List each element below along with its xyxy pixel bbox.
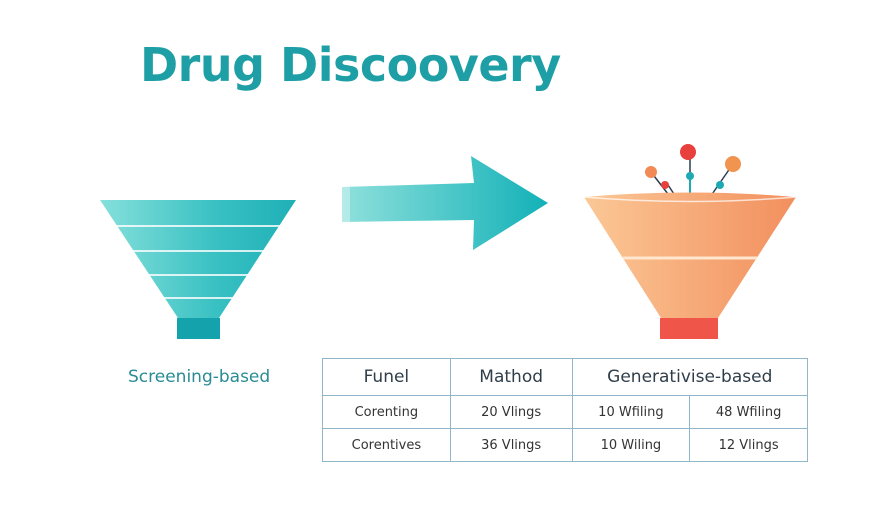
transition-arrow-icon	[342, 156, 548, 250]
generative-funnel	[583, 144, 797, 339]
generative-funnel-neck	[660, 318, 718, 339]
header-method: Mathod	[449, 358, 573, 396]
molecule-node-icon	[725, 156, 741, 172]
molecule-node-icon	[686, 172, 694, 180]
table-row: Corenting 20 Vlings 10 Wfiling 48 Wfilin…	[322, 395, 808, 429]
table-cell: 20 Vlings	[449, 395, 573, 429]
table-cell: 10 Wiling	[571, 428, 691, 462]
table-row: Corentives 36 Vlings 10 Wiling 12 Vlings	[322, 428, 808, 462]
table-header-row: Funel Mathod Generativise-based	[322, 358, 809, 396]
header-generative-based: Generativise-based	[571, 358, 809, 396]
page-title: Drug Discoovery	[140, 38, 561, 92]
table-cell: Corenting	[322, 395, 451, 429]
screening-funnel-neck	[177, 318, 220, 339]
table-cell: 12 Vlings	[689, 428, 808, 462]
molecule-node-icon	[661, 181, 669, 189]
table-cell: 36 Vlings	[449, 428, 573, 462]
table-cell: Corentives	[322, 428, 451, 462]
molecule-node-icon	[680, 144, 696, 160]
screening-based-label: Screening-based	[128, 367, 271, 387]
header-funnel: Funel	[322, 358, 451, 396]
molecule-node-icon	[645, 166, 657, 178]
molecule-node-icon	[716, 181, 724, 189]
screening-funnel	[100, 200, 296, 339]
table-cell: 10 Wfiling	[571, 395, 691, 429]
comparison-table: Funel Mathod Generativise-based Corentin…	[322, 358, 809, 462]
table-cell: 48 Wfiling	[689, 395, 808, 429]
